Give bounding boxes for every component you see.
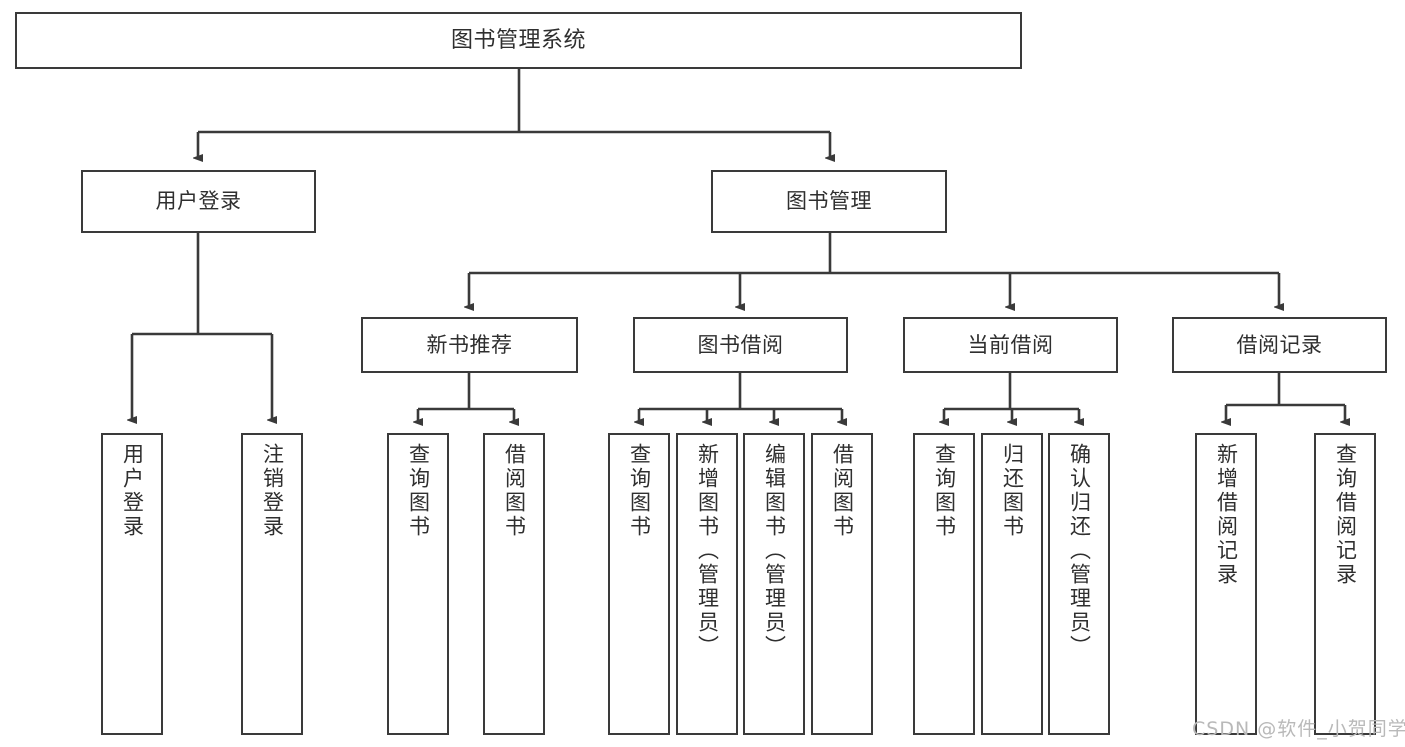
leaf-new-book-borrow[interactable]: 借阅图书: [483, 433, 545, 735]
node-label: 借阅图书: [830, 443, 855, 539]
node-label: 查询图书: [406, 443, 431, 539]
node-label: 当前借阅: [967, 332, 1054, 357]
node-label: 查询图书: [627, 443, 652, 539]
node-label: 新增借阅记录: [1214, 443, 1239, 587]
leaf-book-borrow-query[interactable]: 查询图书: [608, 433, 670, 735]
node-borrow-record[interactable]: 借阅记录: [1172, 317, 1387, 373]
node-label: 确认归还（管理员）: [1067, 443, 1092, 659]
leaf-current-borrow-query[interactable]: 查询图书: [913, 433, 975, 735]
node-label: 用户登录: [120, 443, 145, 539]
node-new-book-recommend[interactable]: 新书推荐: [361, 317, 578, 373]
node-current-borrow[interactable]: 当前借阅: [903, 317, 1118, 373]
node-label: 图书管理系统: [450, 27, 586, 53]
node-label: 用户登录: [155, 189, 242, 214]
node-book-management[interactable]: 图书管理: [711, 170, 947, 233]
leaf-borrow-record-add[interactable]: 新增借阅记录: [1195, 433, 1257, 735]
node-label: 新书推荐: [426, 332, 513, 357]
leaf-current-borrow-confirm-return[interactable]: 确认归还（管理员）: [1048, 433, 1110, 735]
node-label: 注销登录: [260, 443, 285, 539]
node-label: 编辑图书（管理员）: [762, 443, 787, 659]
node-label: 查询图书: [932, 443, 957, 539]
node-label: 借阅记录: [1236, 332, 1323, 357]
node-label: 图书管理: [786, 189, 872, 214]
leaf-book-borrow-edit[interactable]: 编辑图书（管理员）: [743, 433, 805, 735]
node-user-login[interactable]: 用户登录: [81, 170, 316, 233]
leaf-user-login-signout[interactable]: 注销登录: [241, 433, 303, 735]
node-label: 借阅图书: [502, 443, 527, 539]
leaf-borrow-record-query[interactable]: 查询借阅记录: [1314, 433, 1376, 735]
node-label: 查询借阅记录: [1333, 443, 1358, 587]
node-label: 归还图书: [1000, 443, 1025, 539]
node-root-system[interactable]: 图书管理系统: [15, 12, 1022, 69]
leaf-book-borrow-add[interactable]: 新增图书（管理员）: [676, 433, 738, 735]
node-label: 新增图书（管理员）: [695, 443, 720, 659]
node-label: 图书借阅: [697, 332, 784, 357]
leaf-user-login-signin[interactable]: 用户登录: [101, 433, 163, 735]
leaf-new-book-query[interactable]: 查询图书: [387, 433, 449, 735]
leaf-current-borrow-return[interactable]: 归还图书: [981, 433, 1043, 735]
leaf-book-borrow-borrow[interactable]: 借阅图书: [811, 433, 873, 735]
node-book-borrow[interactable]: 图书借阅: [633, 317, 848, 373]
csdn-watermark: CSDN @软件_小贺同学: [1192, 718, 1405, 740]
